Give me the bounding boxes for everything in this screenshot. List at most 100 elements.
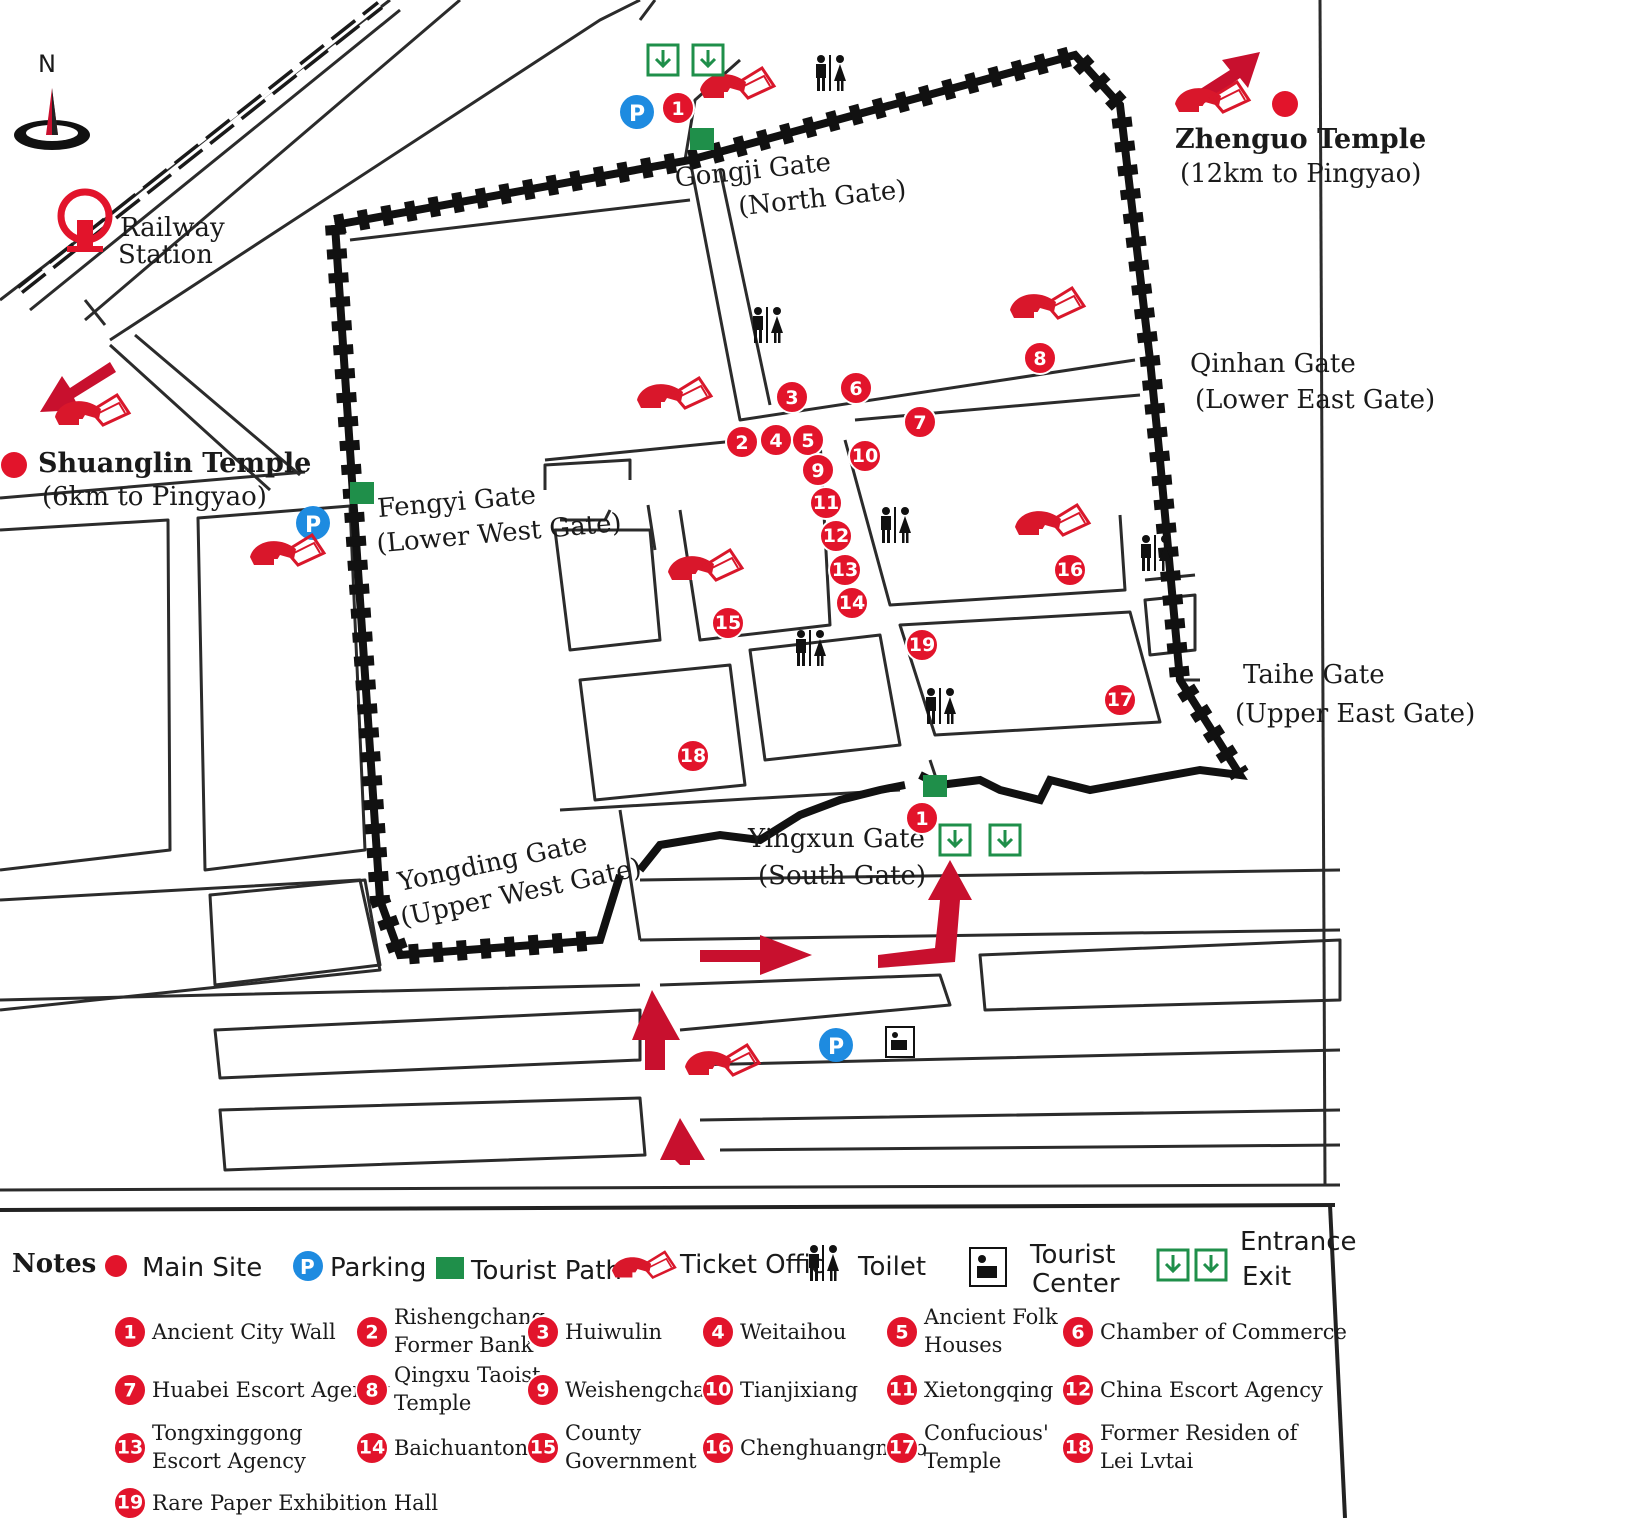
- legend-ticket-office: Ticket Offic: [679, 1250, 825, 1280]
- qinhan-gate-sublabel: (Lower East Gate): [1195, 385, 1435, 415]
- legend-number-1: 1: [113, 1315, 147, 1349]
- yingxun-gate-sublabel: (South Gate): [758, 861, 926, 891]
- svg-text:8: 8: [365, 1379, 378, 1401]
- svg-text:11: 11: [889, 1378, 915, 1400]
- svg-text:6: 6: [1071, 1321, 1084, 1343]
- shuanglin-distance-label: (6km to Pingyao): [42, 482, 267, 512]
- svg-text:N: N: [38, 50, 56, 78]
- parking-icon: P: [819, 1028, 853, 1062]
- site-marker-10: 10: [848, 439, 882, 473]
- ticket-office-icon: [1013, 503, 1091, 537]
- svg-text:16: 16: [1057, 559, 1083, 581]
- legend-number-15: 15: [526, 1431, 560, 1465]
- ticket-office-icon: [666, 548, 744, 582]
- svg-text:9: 9: [536, 1379, 549, 1401]
- site-marker-9: 9: [801, 453, 835, 487]
- svg-text:11: 11: [813, 492, 839, 514]
- legend-number-7: 7: [113, 1373, 147, 1407]
- tourist-center-icon: [969, 1247, 1007, 1287]
- zhenguo-distance-label: (12km to Pingyao): [1180, 159, 1421, 189]
- svg-text:13: 13: [117, 1436, 143, 1458]
- svg-text:1: 1: [671, 98, 684, 120]
- parking-icon: P: [620, 95, 654, 129]
- legend-number-5: 5: [885, 1315, 919, 1349]
- ticket-office-icon: [698, 66, 776, 100]
- legend-item-label: Former Residen of: [1100, 1421, 1300, 1445]
- site-marker-18: 18: [676, 739, 710, 773]
- svg-text:5: 5: [895, 1321, 908, 1343]
- legend-item-label: Qingxu Taoist: [394, 1363, 541, 1387]
- legend-item-label: Government: [565, 1449, 697, 1473]
- site-marker-17: 17: [1103, 683, 1137, 717]
- legend-tourist-path: Tourist Path: [470, 1256, 622, 1286]
- svg-text:2: 2: [365, 1321, 378, 1343]
- compass-icon: N: [14, 50, 90, 150]
- svg-text:P: P: [629, 102, 645, 127]
- svg-text:6: 6: [849, 378, 862, 400]
- legend-tourist-center-2: Center: [1032, 1269, 1120, 1299]
- site-marker-5: 5: [791, 423, 825, 457]
- svg-text:4: 4: [711, 1321, 724, 1343]
- legend-number-17: 17: [885, 1431, 919, 1465]
- legend-parking: Parking: [330, 1253, 426, 1283]
- site-marker-11: 11: [809, 486, 843, 520]
- legend-item-label: Ancient Folk: [923, 1305, 1058, 1329]
- svg-text:3: 3: [785, 387, 798, 409]
- legend-number-10: 10: [701, 1373, 735, 1407]
- svg-text:9: 9: [811, 460, 824, 482]
- route-arrows: [632, 860, 972, 1165]
- legend-item-label: Rare Paper Exhibition Hall: [152, 1491, 438, 1515]
- svg-text:4: 4: [769, 430, 782, 452]
- legend-item-label: County: [565, 1421, 641, 1445]
- svg-text:5: 5: [801, 430, 814, 452]
- site-marker-7: 7: [903, 405, 937, 439]
- site-marker-19: 19: [905, 628, 939, 662]
- legend-item-label: Chamber of Commerce: [1100, 1320, 1347, 1344]
- exit-icon: [691, 43, 725, 77]
- svg-text:P: P: [300, 1255, 315, 1279]
- svg-text:1: 1: [123, 1321, 136, 1343]
- ticket-office-icon: [635, 376, 713, 410]
- svg-text:14: 14: [359, 1436, 385, 1458]
- legend-item-label: Temple: [394, 1391, 471, 1415]
- site-marker-16: 16: [1053, 553, 1087, 587]
- legend-item-label: Rishengchang: [394, 1305, 545, 1329]
- svg-text:17: 17: [889, 1436, 915, 1458]
- toilet-icon: [795, 629, 827, 667]
- svg-text:17: 17: [1107, 689, 1133, 711]
- legend-number-19: 19: [113, 1486, 147, 1518]
- roads: [0, 0, 1342, 1192]
- legend-item-label: Ancient City Wall: [151, 1320, 336, 1344]
- railway-station-line-1: Railway: [120, 213, 225, 243]
- svg-text:7: 7: [123, 1379, 136, 1401]
- legend-item-label: Former Bank: [394, 1333, 534, 1357]
- svg-text:18: 18: [1065, 1436, 1091, 1458]
- entrance-icon: [1156, 1248, 1190, 1282]
- parking-icon: P: [293, 1251, 323, 1281]
- svg-text:3: 3: [536, 1321, 549, 1343]
- legend-item-label: Tianjixiang: [740, 1378, 858, 1402]
- tourist-path-markers: [350, 128, 947, 797]
- legend-number-9: 9: [526, 1373, 560, 1407]
- svg-text:P: P: [305, 513, 321, 538]
- svg-text:10: 10: [852, 445, 878, 467]
- legend-title: Notes: [12, 1249, 96, 1279]
- svg-text:12: 12: [823, 525, 849, 547]
- svg-text:1: 1: [915, 808, 928, 830]
- zhenguo-temple-label: Zhenguo Temple: [1175, 124, 1426, 155]
- site-marker-4: 4: [759, 423, 793, 457]
- legend-number-14: 14: [355, 1431, 389, 1465]
- svg-text:8: 8: [1033, 348, 1046, 370]
- svg-text:13: 13: [832, 559, 858, 581]
- railway-station-icon: [57, 188, 113, 252]
- site-marker-15: 15: [711, 606, 745, 640]
- exit-icon: [1194, 1248, 1228, 1282]
- toilet-icon: [880, 506, 912, 544]
- legend-number-6: 6: [1061, 1315, 1095, 1349]
- svg-text:10: 10: [705, 1378, 731, 1400]
- svg-text:19: 19: [909, 634, 935, 656]
- legend-item-label: China Escort Agency: [1100, 1378, 1323, 1402]
